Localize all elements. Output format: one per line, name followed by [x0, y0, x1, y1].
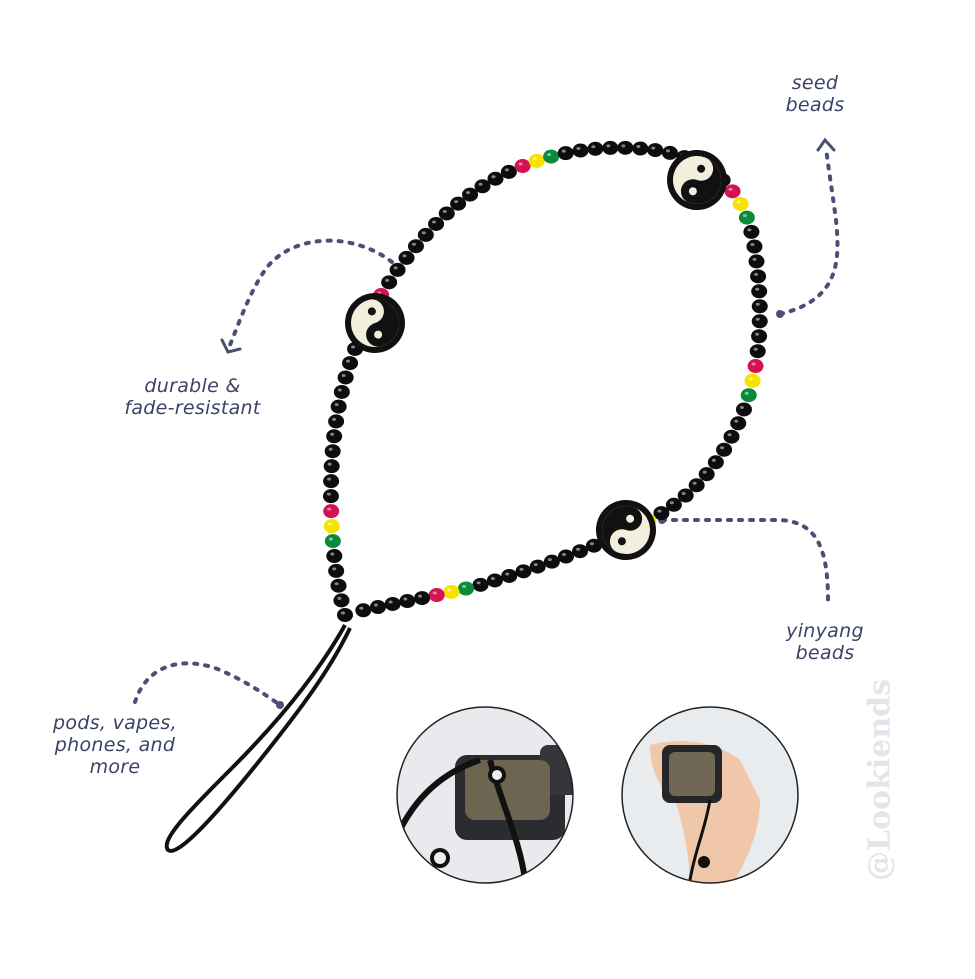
- watermark: @Lookiends: [862, 678, 898, 882]
- arrow-yinyang: [660, 518, 830, 602]
- seed-beads: [322, 140, 768, 622]
- annotation-durable: durable & fade-resistant: [124, 375, 261, 419]
- yinyang-bead-3: [587, 491, 665, 569]
- annotation-yinyang-beads: yinyang beads: [786, 620, 864, 664]
- photo-strap-on-device: [397, 707, 573, 883]
- cord-loop: [164, 624, 352, 853]
- arrow-durable: [226, 238, 394, 352]
- arrow-seed: [778, 146, 840, 316]
- arrow-uses: [133, 661, 282, 707]
- annotation-uses: pods, vapes, phones, and more: [53, 712, 177, 778]
- dotted-arrows: [133, 146, 840, 707]
- annotation-seed-beads: seed beads: [785, 72, 845, 116]
- photo-strap-on-wrist: [622, 707, 798, 883]
